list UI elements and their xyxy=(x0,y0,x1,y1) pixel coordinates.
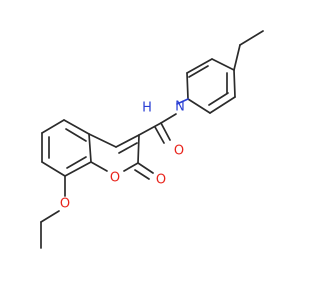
phenyl-ring xyxy=(186,58,236,114)
ethoxy-group xyxy=(40,175,66,249)
amide-nh xyxy=(160,98,189,124)
nitrogen-label: N xyxy=(175,100,185,115)
pyranone-ring xyxy=(88,133,154,180)
ring-oxygen-label: O xyxy=(110,171,120,186)
carbonyl-oxygen-label: O xyxy=(156,173,166,188)
structure-canvas: N H O O O O xyxy=(40,30,264,249)
molecule-diagram: N H O O O O xyxy=(40,30,264,249)
hydrogen-label: H xyxy=(142,101,152,116)
amide-oxygen-label: O xyxy=(174,144,184,159)
ethyl-group-top xyxy=(233,30,264,71)
ether-oxygen-label: O xyxy=(60,197,70,212)
benzo-ring xyxy=(41,119,92,177)
amide-carbonyl xyxy=(138,122,171,144)
